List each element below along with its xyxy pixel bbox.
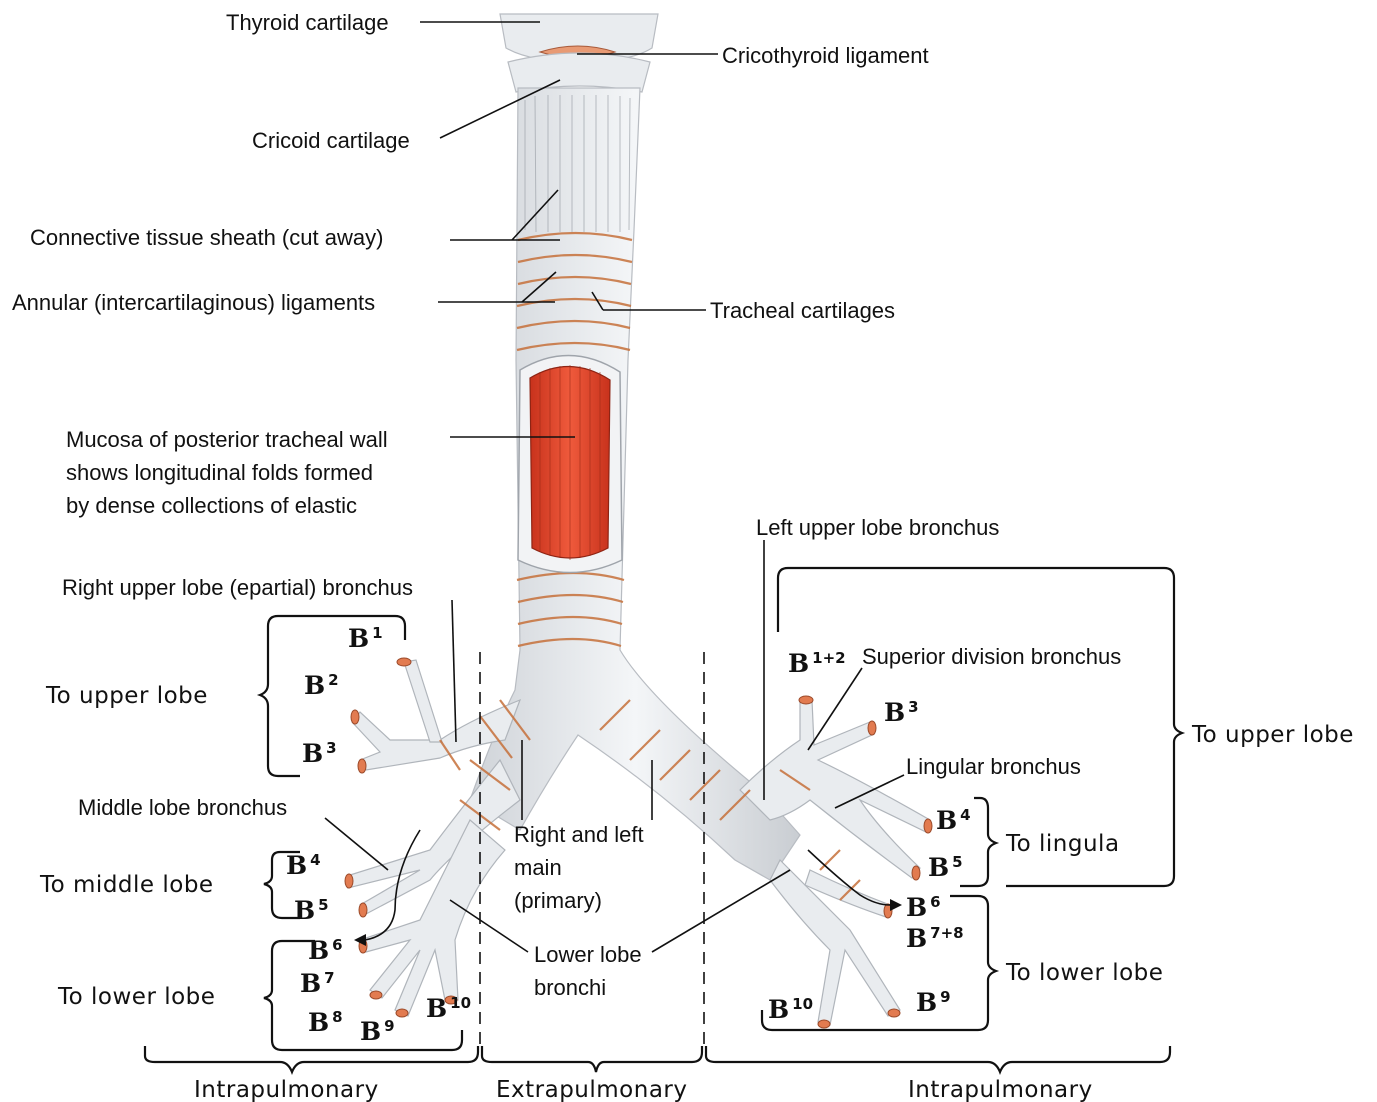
label-superior-division-bronchus: Superior division bronchus xyxy=(862,644,1121,669)
label-connective-tissue-sheath: Connective tissue sheath (cut away) xyxy=(30,225,383,250)
label-lingular-bronchus: Lingular bronchus xyxy=(906,754,1081,779)
region-left-intrapulmonary: Intrapulmonary xyxy=(194,1077,379,1102)
labels: Thyroid cartilage Cricothyroid ligament … xyxy=(12,10,1354,1102)
label-main-line2: main xyxy=(514,855,562,880)
label-right-upper-lobe-bronchus: Right upper lobe (epartial) bronchus xyxy=(62,575,413,600)
label-thyroid-cartilage: Thyroid cartilage xyxy=(226,10,389,35)
group-left-upper-lobe: To upper lobe xyxy=(1191,722,1354,748)
right-bronchial-tree xyxy=(348,660,520,1016)
group-left-lower-lobe: To lower lobe xyxy=(1005,960,1163,986)
group-left-lingula: To lingula xyxy=(1005,831,1120,857)
cricoid-cartilage-shape xyxy=(508,53,650,92)
region-extrapulmonary: Extrapulmonary xyxy=(496,1077,688,1102)
label-left-upper-lobe-bronchus: Left upper lobe bronchus xyxy=(756,515,999,540)
group-right-upper-lobe: To upper lobe xyxy=(45,683,208,709)
label-mucosa-line3: by dense collections of elastic xyxy=(66,493,357,518)
region-right-intrapulmonary: Intrapulmonary xyxy=(908,1077,1093,1102)
label-annular-ligaments: Annular (intercartilaginous) ligaments xyxy=(12,290,375,315)
group-right-middle-lobe: To middle lobe xyxy=(39,872,214,898)
group-right-lower-lobe: To lower lobe xyxy=(57,984,215,1010)
label-cricoid-cartilage: Cricoid cartilage xyxy=(252,128,410,153)
label-tracheal-cartilages: Tracheal cartilages xyxy=(710,298,895,323)
label-cricothyroid-ligament: Cricothyroid ligament xyxy=(722,43,929,68)
arrowhead-left-b6 xyxy=(890,899,902,911)
label-mucosa-line1: Mucosa of posterior tracheal wall xyxy=(66,427,388,452)
label-main-line1: Right and left xyxy=(514,822,644,847)
label-main-line3: (primary) xyxy=(514,888,602,913)
label-lower-lobe-line1: Lower lobe xyxy=(534,942,642,967)
label-lower-lobe-line2: bronchi xyxy=(534,975,606,1000)
label-mucosa-line2: shows longitudinal folds formed xyxy=(66,460,373,485)
label-middle-lobe-bronchus: Middle lobe bronchus xyxy=(78,795,287,820)
